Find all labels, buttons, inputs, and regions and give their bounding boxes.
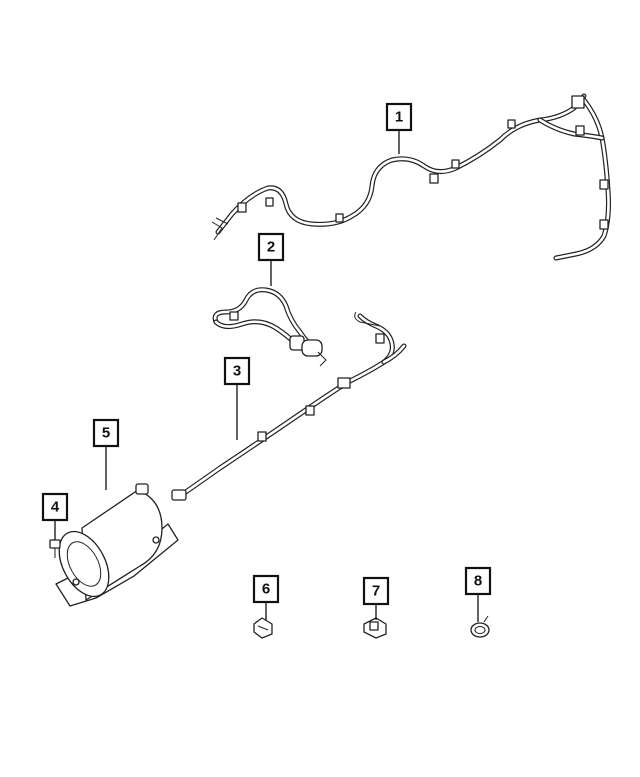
part-3-tube-assembly (171, 311, 407, 501)
part-2-hose-with-valve (212, 287, 327, 367)
callout-1-label: 1 (395, 109, 403, 126)
tube-clip (257, 431, 267, 442)
callout-8: 8 (464, 566, 492, 596)
callout-2: 2 (257, 232, 285, 262)
callout-7-label: 7 (372, 583, 380, 600)
hose-clip (575, 125, 585, 136)
callout-8-label: 8 (474, 573, 482, 590)
hose-clip (599, 219, 609, 230)
part-4-bolt (49, 539, 61, 558)
hose-clip (265, 197, 274, 207)
part-5-vapor-canister (55, 483, 179, 607)
callout-1: 1 (385, 102, 413, 132)
tube-end-fitting (171, 489, 187, 501)
hose-clip (335, 213, 344, 223)
callout-4: 4 (41, 492, 69, 522)
hose-clip (507, 119, 516, 129)
callout-5: 5 (92, 418, 120, 448)
callout-5-label: 5 (102, 425, 110, 442)
callout-4-label: 4 (51, 499, 60, 516)
callout-6-label: 6 (262, 581, 270, 598)
callout-3: 3 (223, 356, 251, 386)
part-6-clip (253, 617, 273, 639)
bracket-bolt-hole (72, 578, 80, 586)
tube-clip (375, 333, 385, 344)
tube-connector (337, 377, 351, 389)
part-1-hose-assembly (211, 93, 611, 261)
hose-clip (599, 179, 609, 190)
canister-port (135, 483, 149, 495)
callout-2-label: 2 (267, 239, 275, 256)
hose-clip (451, 159, 460, 169)
callout-3-label: 3 (233, 363, 241, 380)
part-8-hose-clamp (470, 615, 490, 638)
bracket-bolt-hole (152, 536, 160, 544)
tube-clip (305, 405, 315, 416)
part-7-clip (363, 617, 387, 639)
callout-6: 6 (252, 574, 280, 604)
callout-7: 7 (362, 576, 390, 606)
hose-clip (237, 202, 247, 213)
purge-valve (301, 339, 323, 357)
hose-clip (429, 173, 439, 184)
hose-connector (571, 95, 585, 109)
hose-clip (229, 311, 239, 321)
